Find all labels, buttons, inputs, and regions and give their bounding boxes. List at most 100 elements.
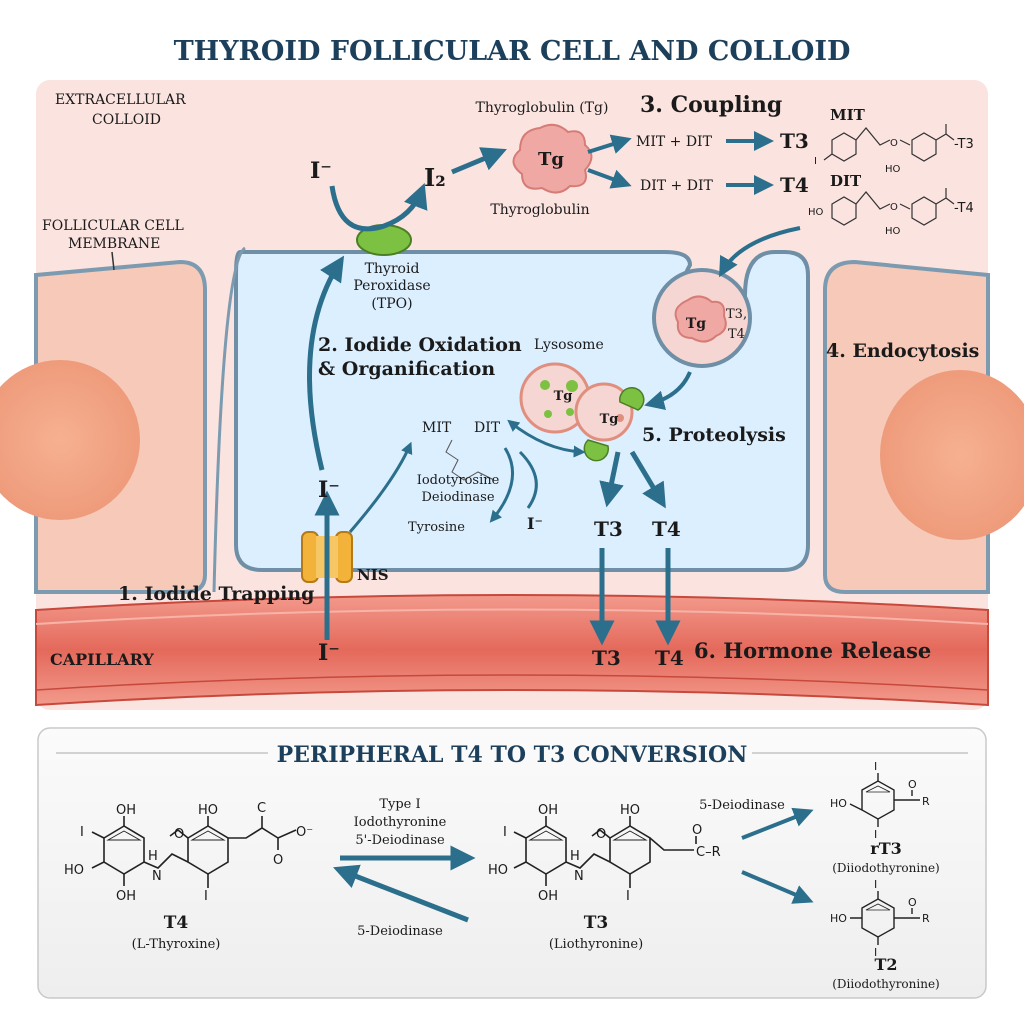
t3-name: T3 (584, 913, 608, 933)
t2-r: R (922, 912, 930, 925)
capillary (35, 594, 989, 707)
recycle-skeleton (445, 439, 495, 481)
dit-structure (831, 188, 955, 226)
label-follicular-cell: FOLLICULAR CELL (42, 218, 184, 234)
endocytic-t3: T3, (726, 307, 747, 322)
coupling-mit-dit: MIT + DIT (636, 134, 713, 150)
t3-oh-top: OH (538, 803, 558, 818)
rt3-i-top: I (874, 760, 877, 773)
endocytic-tg-label: Tg (686, 316, 706, 332)
t4-subname: (L-Thyroxine) (132, 937, 221, 952)
t4-i-bottom: I (204, 889, 208, 904)
thyroglobulin-tg-caption: Thyroglobulin (Tg) (476, 100, 609, 116)
t4-oh-top: OH (116, 803, 136, 818)
peripheral-title: PERIPHERAL T4 TO T3 CONVERSION (277, 742, 748, 768)
mit-i: I (814, 156, 817, 167)
t3-structure (513, 816, 697, 888)
label-capillary: CAPILLARY (50, 650, 154, 669)
dit-ho-left: HO (808, 207, 824, 218)
t4-c: C (257, 801, 266, 816)
t3-n: N (574, 869, 584, 884)
mit-o: O (890, 138, 898, 149)
release-t3: T3 (594, 517, 623, 541)
enzyme-forward-1: Type I (379, 797, 420, 812)
enzyme-upper: 5-Deiodinase (699, 798, 785, 813)
t2-ho: HO (830, 912, 847, 925)
rt3-subname: (Diiodothyronine) (832, 861, 939, 875)
tpo-label-3: (TPO) (371, 296, 412, 312)
rt3-o: O (908, 778, 917, 791)
t4-ho-left: HO (64, 863, 84, 878)
dit-t4: -T4 (954, 201, 974, 216)
recycle-dit: DIT (474, 420, 501, 436)
right-nucleus (880, 370, 1024, 540)
t4-o-bottom: O (273, 853, 283, 868)
endocytic-t4: T4 (728, 327, 745, 342)
t4-ho-top: HO (198, 803, 218, 818)
page-title: THYROID FOLLICULAR CELL AND COLLOID (174, 36, 851, 67)
label-extracellular: EXTRACELLULAR (55, 92, 186, 108)
t3-subname: (Liothyronine) (549, 937, 643, 952)
enzyme-forward-3: 5'-Deiodinase (355, 833, 445, 848)
rt3-name: rT3 (870, 839, 901, 858)
coupling-dit-dit: DIT + DIT (640, 178, 713, 194)
step-2-line2: & Organification (318, 358, 495, 380)
t2-name: T2 (874, 955, 897, 974)
enzyme-forward-2: Iodothyronine (354, 815, 447, 830)
t3-o: O (596, 827, 606, 842)
dit-label: DIT (830, 172, 862, 190)
t2-subname: (Diiodothyronine) (832, 977, 939, 991)
step-5: 5. Proteolysis (642, 424, 786, 446)
t3-i-left: I (503, 825, 507, 840)
t2-i-bottom: I (874, 946, 877, 959)
dit-o: O (890, 202, 898, 213)
step-6: 6. Hormone Release (694, 638, 931, 663)
rt3-i-bottom: I (874, 828, 877, 841)
tyrosine-label: Tyrosine (408, 520, 465, 535)
label-colloid: COLLOID (92, 112, 161, 128)
t3-h: H (570, 849, 580, 864)
coupling-t3: T3 (780, 129, 809, 153)
rt3-r: R (922, 795, 930, 808)
recycle-iodide: I⁻ (527, 514, 543, 533)
label-membrane: MEMBRANE (68, 236, 160, 252)
mit-label: MIT (830, 106, 866, 124)
iodide-colloid: I⁻ (310, 158, 332, 184)
t3-oh-bottom: OH (538, 889, 558, 904)
deiodinase-2: Deiodinase (421, 490, 494, 505)
t4-n: N (152, 869, 162, 884)
iodine: I₂ (424, 163, 446, 192)
t3-ho-top: HO (620, 803, 640, 818)
t4-o: O (174, 827, 184, 842)
lysosome-tg: Tg (554, 389, 573, 404)
t4-name: T4 (164, 913, 189, 933)
enzyme-back: 5-Deiodinase (357, 924, 443, 939)
tpo-label-2: Peroxidase (353, 278, 430, 294)
step-1: 1. Iodide Trapping (118, 583, 314, 605)
phagolysosome (574, 382, 634, 442)
thyroglobulin (512, 123, 593, 194)
deiodinase-1: Iodotyrosine (417, 473, 500, 488)
rt3-ho: HO (830, 797, 847, 810)
tpo-label-1: Thyroid (365, 261, 420, 277)
t2-structure (850, 891, 920, 945)
step-2-line1: 2. Iodide Oxidation (318, 334, 522, 356)
t3-ho-left: HO (488, 863, 508, 878)
capillary-t3: T3 (592, 646, 621, 670)
step-3: 3. Coupling (640, 92, 782, 118)
capillary-t4: T4 (655, 646, 684, 670)
release-t4: T4 (652, 517, 681, 541)
step-4: 4. Endocytosis (826, 340, 979, 362)
t4-o-minus: O⁻ (296, 825, 313, 840)
t2-o: O (908, 896, 917, 909)
lysosome-label: Lysosome (534, 337, 604, 353)
thyroglobulin-caption: Thyroglobulin (490, 202, 589, 218)
t4-i-left: I (80, 825, 84, 840)
mit-structure (823, 124, 955, 162)
t3-c-r: C–R (696, 845, 721, 860)
mit-t3: -T3 (954, 137, 974, 152)
dit-ho: HO (885, 226, 901, 237)
coupling-t4: T4 (780, 173, 809, 197)
t4-structure (91, 816, 297, 888)
